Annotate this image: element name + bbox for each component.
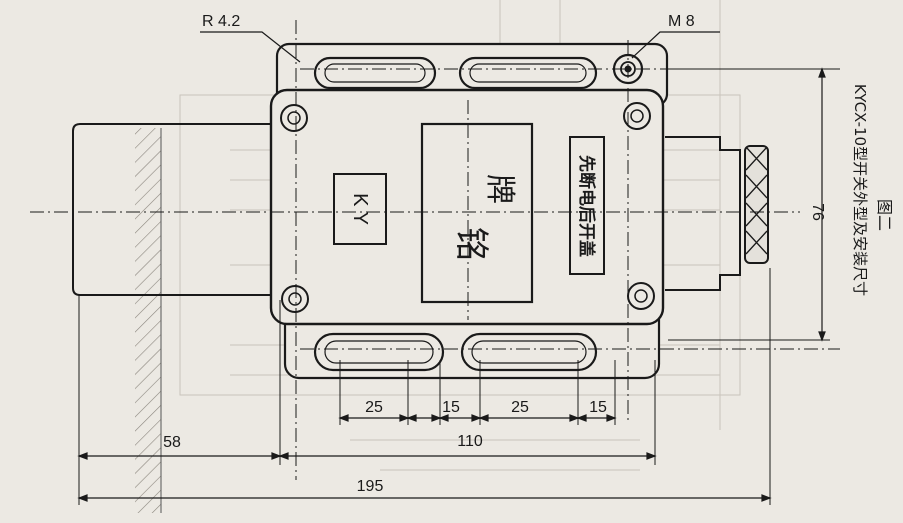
figure-number: 图二	[875, 199, 894, 231]
figure-caption: KYCX-10型开关外型及安装尺寸	[851, 84, 869, 296]
model-label: K Y	[349, 193, 371, 225]
dim-15-left: 15	[442, 399, 460, 416]
bolt-top-left	[280, 104, 308, 132]
leader-lines	[200, 31, 720, 63]
bolt-bottom-left	[281, 285, 309, 313]
nameplate	[420, 122, 534, 304]
bolt-bottom-right	[627, 282, 655, 310]
mounting-wall-hatched	[135, 128, 162, 513]
extension-lines	[78, 68, 830, 505]
radius-callout: R 4.2	[202, 13, 240, 30]
bolt-size-callout: M 8	[668, 13, 695, 30]
ky-label-box	[333, 173, 387, 245]
cable-entry-body	[72, 123, 280, 296]
warning-text: 先断电后开盖	[576, 155, 597, 257]
dimension-lines	[77, 67, 826, 502]
dim-110: 110	[457, 433, 483, 450]
dim-25-right: 25	[511, 399, 529, 416]
dim-58: 58	[163, 434, 181, 451]
dim-25-left: 25	[365, 399, 383, 416]
warning-label-box	[569, 136, 605, 275]
nameplate-char-pai: 牌	[482, 174, 517, 204]
dim-15-right: 15	[589, 399, 607, 416]
dim-76: 76	[809, 203, 826, 221]
nameplate-char-ming: 铭	[451, 227, 491, 261]
cable-gland	[665, 136, 769, 291]
bolt-top-right	[623, 102, 651, 130]
dim-195: 195	[357, 478, 384, 495]
